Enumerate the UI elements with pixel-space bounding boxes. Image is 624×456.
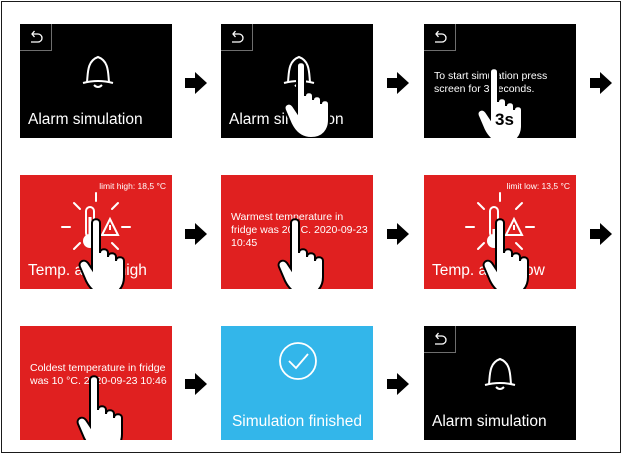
back-button[interactable] (424, 24, 456, 51)
right-arrow-icon (387, 373, 409, 395)
screen-temp-alarm-high[interactable]: limit high: 18,5 °C Temp. alarm high (20, 175, 172, 289)
screen-label: Simulation finished (231, 413, 363, 430)
bell-icon (82, 55, 114, 88)
screen-label: Alarm simulation (28, 111, 143, 128)
right-arrow-icon (387, 72, 409, 94)
right-arrow-icon (590, 72, 612, 94)
pointing-hand-icon (78, 218, 125, 289)
back-arrow-icon (435, 332, 447, 345)
screen-warmest-temperature[interactable]: Warmest temperature in fridge was 20 °C.… (221, 175, 373, 289)
screen-alarm-simulation-pressed[interactable]: Alarm simulation (221, 24, 373, 138)
warmest-temperature-text: Warmest temperature in fridge was 20 °C.… (231, 211, 368, 249)
hold-duration-badge: 3s (495, 110, 514, 129)
screen-alarm-simulation[interactable]: Alarm simulation (20, 24, 172, 138)
back-button[interactable] (424, 326, 456, 353)
right-arrow-icon (590, 223, 612, 245)
screen-temp-alarm-low[interactable]: limit low: 13,5 °C Temp. alarm low (424, 175, 576, 289)
back-arrow-icon (31, 30, 43, 43)
check-circle-icon (279, 342, 317, 380)
pointing-hand-icon (476, 67, 523, 138)
screen-label: Alarm simulation (432, 413, 547, 430)
pointing-hand-icon (277, 218, 324, 289)
screen-start-simulation[interactable]: To start simulation press screen for 3 s… (424, 24, 576, 138)
limit-high-text: limit high: 18,5 °C (99, 181, 166, 191)
back-button[interactable] (20, 24, 52, 51)
right-arrow-icon (387, 223, 409, 245)
back-button[interactable] (221, 24, 253, 51)
screen-simulation-finished[interactable]: Simulation finished (221, 326, 373, 440)
back-arrow-icon (232, 30, 244, 43)
screen-coldest-temperature[interactable]: Coldest temperature in fridge was 10 °C.… (20, 326, 172, 440)
right-arrow-icon (185, 373, 207, 395)
pointing-hand-icon (283, 61, 330, 138)
pointing-hand-icon (482, 218, 529, 289)
right-arrow-icon (185, 72, 207, 94)
bell-icon (484, 357, 516, 390)
pointing-hand-icon (76, 375, 123, 440)
limit-low-text: limit low: 13,5 °C (506, 181, 570, 191)
back-arrow-icon (435, 30, 447, 43)
right-arrow-icon (185, 223, 207, 245)
screen-alarm-simulation-return[interactable]: Alarm simulation (424, 326, 576, 440)
